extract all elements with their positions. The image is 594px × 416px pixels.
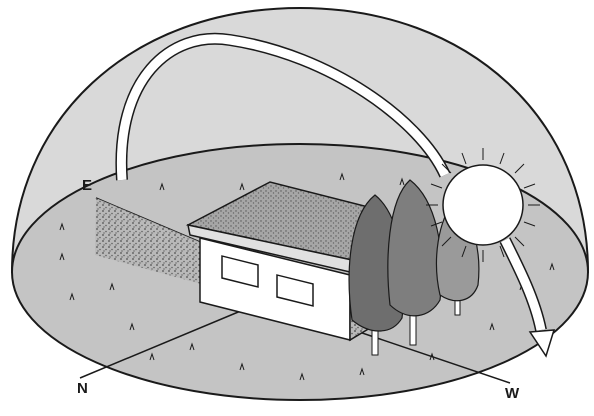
east-label: E xyxy=(82,178,92,193)
west-label: W xyxy=(505,386,519,401)
sun-icon xyxy=(426,148,540,262)
north-label: N xyxy=(77,381,88,396)
